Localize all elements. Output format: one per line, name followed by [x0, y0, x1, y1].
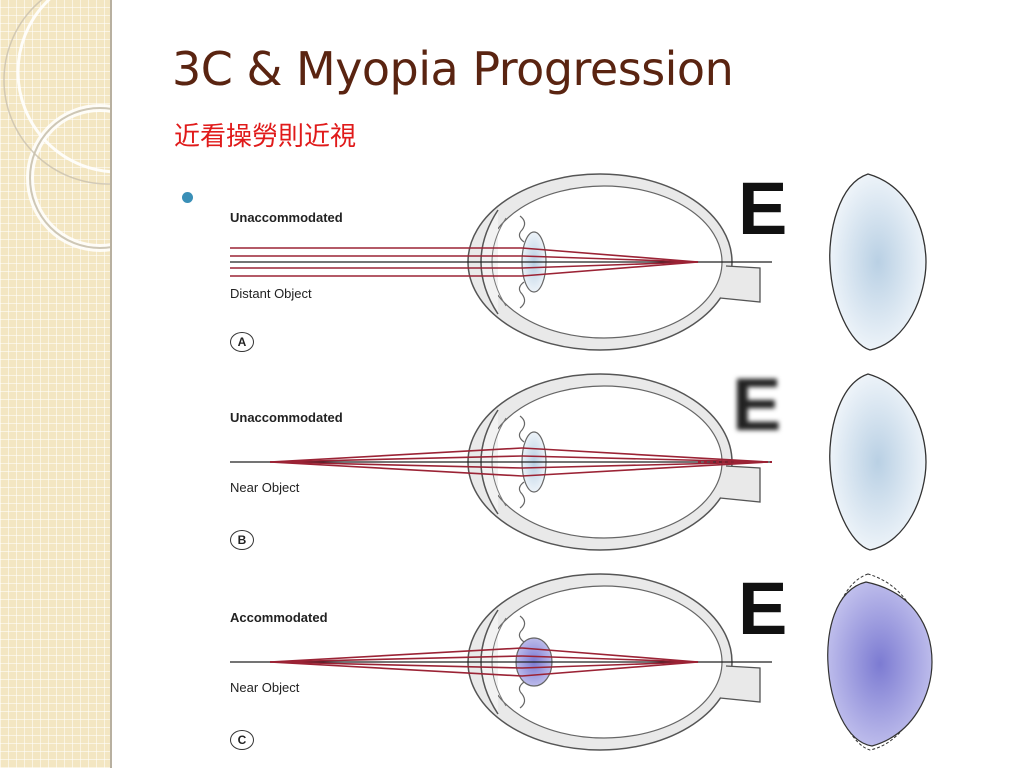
panel-c-tag: C [230, 730, 254, 750]
panel-b-state-label: Unaccommodated [230, 410, 343, 425]
slide-subtitle: 近看操勞則近視 [174, 122, 357, 152]
panel-a-ray-out-3 [521, 261, 699, 277]
panel-c-object-label: Near Object [230, 680, 300, 695]
slide-title: 3C & Myopia Progression [172, 42, 734, 96]
panel-b-lens-large [829, 373, 927, 551]
panel-a-optic-nerve [719, 265, 761, 303]
sidebar-rings-graphic [3, 0, 112, 252]
panel-b-chart-letter-blurred: E [732, 363, 782, 446]
panel-b-ray-in-1 [269, 455, 523, 463]
panel-b-ray-in-0 [269, 447, 523, 463]
panel-c-ray-out-1 [521, 655, 699, 663]
panel-b-ray-out-3 [521, 461, 769, 477]
panel-c-ray-out-2 [521, 661, 699, 669]
panel-b-tag: B [230, 530, 254, 550]
panel-a-ciliary-top [518, 215, 526, 243]
panel-a-ciliary-bottom [518, 281, 526, 309]
panel-c-ciliary-bottom [518, 681, 526, 709]
panel-a-chart-letter: E [738, 167, 788, 250]
decorative-sidebar [0, 0, 112, 768]
eye-diagram-svg [230, 173, 933, 751]
panel-b-object-label: Near Object [230, 480, 300, 495]
panel-b-ciliary-bottom [518, 481, 526, 509]
panel-b-ray-out-2 [521, 461, 769, 469]
panel-c-ray-in-0 [269, 647, 523, 663]
panel-b-optic-nerve [719, 465, 761, 503]
panel-a-ray-out-2 [521, 261, 699, 269]
panel-a-ray-out-0 [521, 247, 699, 263]
panel-b-ray-out-0 [521, 447, 769, 463]
panel-b-ciliary-top [518, 415, 526, 443]
panel-c-lens-large [827, 581, 933, 747]
panel-b-ray-in-2 [269, 461, 523, 469]
panel-c-chart-letter: E [738, 567, 788, 650]
panel-c-ray-in-2 [269, 661, 523, 669]
panel-b-ray-out-1 [521, 455, 769, 463]
accommodation-figure: Unaccommodated Distant Object A E Unacco… [220, 170, 940, 760]
panel-c-ray-in-3 [269, 661, 523, 677]
panel-a-ray-out-1 [521, 255, 699, 263]
panel-a-object-label: Distant Object [230, 286, 312, 301]
panel-c-ray-out-3 [521, 661, 699, 677]
panel-c-ray-in-1 [269, 655, 523, 663]
panel-a-state-label: Unaccommodated [230, 210, 343, 225]
panel-b-ray-in-3 [269, 461, 523, 477]
panel-a-tag: A [230, 332, 254, 352]
panel-c-optic-nerve [719, 665, 761, 703]
panel-a-lens-large [829, 173, 927, 351]
panel-c-state-label: Accommodated [230, 610, 328, 625]
panel-c-ray-out-0 [521, 647, 699, 663]
sidebar-divider [110, 0, 112, 768]
bullet-dot [182, 192, 193, 203]
panel-c-ciliary-top [518, 615, 526, 643]
